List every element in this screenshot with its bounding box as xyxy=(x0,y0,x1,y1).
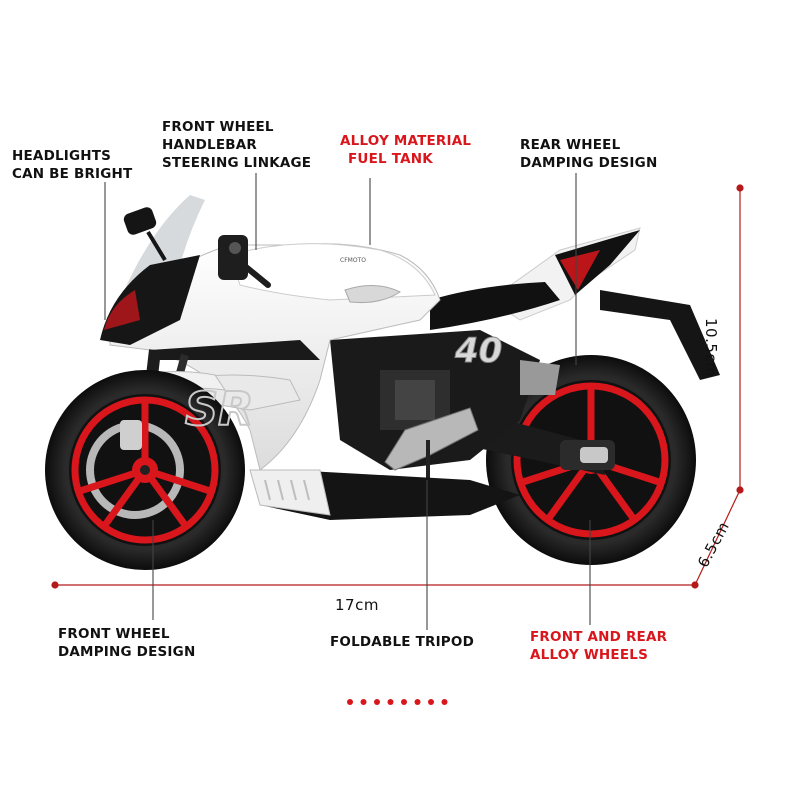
tank-brand: CFMOTO xyxy=(340,257,366,264)
tank-vent xyxy=(344,285,402,303)
front-wheel xyxy=(45,370,245,570)
label-fuel-tank: ALLOY MATERIAL FUEL TANK xyxy=(340,133,472,167)
engine-frame xyxy=(330,330,560,470)
leader-lines xyxy=(104,173,591,630)
pagination-dot[interactable] xyxy=(374,699,380,705)
handlebar xyxy=(218,235,271,288)
pagination-dot[interactable] xyxy=(387,699,394,705)
pagination-dot[interactable] xyxy=(347,699,353,705)
pagination-dot[interactable] xyxy=(360,699,367,705)
pagination-dots xyxy=(347,699,448,705)
label-front-damping: FRONT WHEEL DAMPING DESIGN xyxy=(58,626,196,660)
pagination-dot[interactable] xyxy=(401,699,407,705)
dimension-height: 10.5cm xyxy=(702,318,720,378)
pagination-dot[interactable] xyxy=(428,699,434,705)
label-alloy-wheels: FRONT AND REAR ALLOY WHEELS xyxy=(530,629,668,663)
label-front-handlebar: FRONT WHEEL HANDLEBAR STEERING LINKAGE xyxy=(162,119,312,171)
dimension-length: 17cm xyxy=(335,596,379,614)
fairing-number: 40 xyxy=(454,331,502,371)
pagination-dot[interactable] xyxy=(441,699,448,705)
fairing-side-mark: SR xyxy=(185,382,254,436)
label-tripod: FOLDABLE TRIPOD xyxy=(330,634,474,650)
seat xyxy=(430,282,560,330)
label-headlights: HEADLIGHTS CAN BE BRIGHT xyxy=(12,148,133,182)
dimension-lines xyxy=(51,184,744,589)
pagination-dot[interactable] xyxy=(414,699,421,705)
windscreen xyxy=(100,195,205,345)
mirror xyxy=(123,207,167,262)
label-rear-damping: REAR WHEEL DAMPING DESIGN xyxy=(520,137,658,171)
